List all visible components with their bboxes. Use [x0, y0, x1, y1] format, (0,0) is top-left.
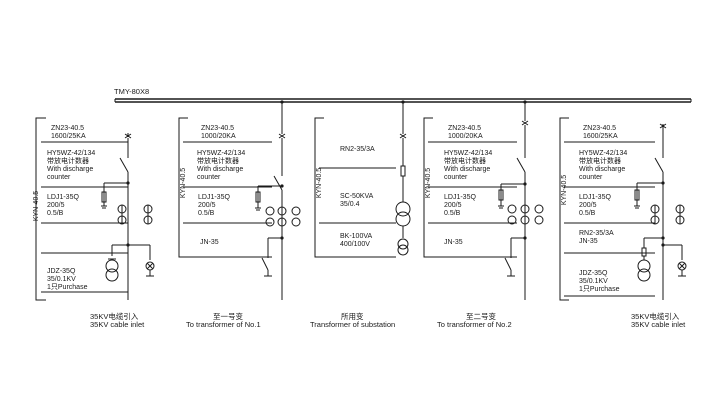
- spec-line: 200/5: [198, 202, 216, 209]
- cabinet-label: KYN-40.5: [33, 191, 40, 221]
- spec-line: 35/0.1KV: [579, 278, 608, 285]
- spec-line: ZN23-40.5: [448, 125, 481, 132]
- spec-line: With discharge: [197, 166, 243, 173]
- spec-line: 400/100V: [340, 241, 370, 248]
- spec-line: counter: [47, 174, 71, 181]
- spec-line: 带放电计数器: [579, 156, 621, 165]
- spec-line: 200/5: [579, 202, 597, 209]
- spec-line: 带放电计数器: [197, 156, 239, 165]
- panel-4: KYN-40.5 ZN23-40.5 1000/20KA HY5WZ-42/13…: [423, 100, 544, 329]
- spec-line: 1000/20KA: [201, 133, 236, 140]
- spec-line: JDZ-35Q: [47, 268, 76, 275]
- busbar-label: TMY-80X8: [114, 87, 149, 96]
- panel-5-schematic: [634, 123, 687, 300]
- spec-line: With discharge: [47, 166, 93, 173]
- caption-en: To transformer of No.2: [437, 320, 512, 329]
- spec-line: 1只Purchase: [579, 285, 620, 293]
- caption-en: Transformer of substation: [310, 320, 395, 329]
- spec-line: 200/5: [444, 202, 462, 209]
- spec-line: BK-100VA: [340, 233, 372, 240]
- spec-line: HY5WZ-42/134: [579, 150, 627, 157]
- spec-line: counter: [444, 174, 468, 181]
- cabinet-label: KYN-40.5: [425, 168, 432, 198]
- spec-line: 1000/20KA: [448, 133, 483, 140]
- panel-5: KYN-40.5 ZN23-40.5 1600/25KA HY5WZ-42/13…: [559, 117, 687, 329]
- spec-line: 0.5/B: [444, 210, 461, 217]
- spec-line: RN2-35/3A: [340, 146, 375, 153]
- spec-line: HY5WZ-42/134: [197, 150, 245, 157]
- spec-line: 0.5/B: [579, 210, 596, 217]
- cabinet-label: KYN-40.5: [561, 175, 568, 205]
- spec-line: 带放电计数器: [444, 156, 486, 165]
- spec-line: ZN23-40.5: [51, 125, 84, 132]
- spec-line: JDZ-35Q: [579, 270, 608, 277]
- spec-line: 1600/25KA: [583, 133, 618, 140]
- spec-line: JN-35: [579, 238, 598, 245]
- panel-2-schematic: [255, 100, 301, 300]
- caption-cn: 35KV电缆引入: [631, 311, 680, 321]
- spec-line: 0.5/B: [198, 210, 215, 217]
- panel-3: KYN-40.5 RN2-35/3A SC-50KVA 35/0.4 BK-10…: [310, 100, 411, 329]
- spec-line: With discharge: [444, 166, 490, 173]
- spec-line: LDJ1-35Q: [579, 194, 611, 201]
- spec-line: counter: [197, 174, 221, 181]
- spec-line: 1600/25KA: [51, 133, 86, 140]
- panel-2: KYN-40.5 ZN23-40.5 1000/20KA HY5WZ-42/13…: [178, 100, 301, 329]
- spec-line: 1只Purchase: [47, 283, 88, 291]
- spec-line: 0.5/B: [47, 210, 64, 217]
- caption-cn: 至二号变: [466, 311, 496, 321]
- cabinet-label: KYN-40.5: [316, 168, 323, 198]
- spec-line: 35/0.1KV: [47, 276, 76, 283]
- spec-line: LDJ1-35Q: [444, 194, 476, 201]
- caption-cn: 至一号变: [213, 311, 243, 321]
- spec-line: JN-35: [444, 239, 463, 246]
- spec-line: ZN23-40.5: [583, 125, 616, 132]
- spec-line: JN-35: [200, 239, 219, 246]
- spec-line: HY5WZ-42/134: [444, 150, 492, 157]
- spec-line: 带放电计数器: [47, 156, 89, 165]
- spec-line: RN2-35/3A: [579, 230, 614, 237]
- panel-4-schematic: [498, 100, 544, 300]
- caption-cn: 35KV电缆引入: [90, 311, 139, 321]
- spec-line: SC-50KVA: [340, 193, 374, 200]
- spec-line: HY5WZ-42/134: [47, 150, 95, 157]
- spec-line: 35/0.4: [340, 201, 360, 208]
- panel-1-schematic: [101, 133, 155, 300]
- spec-line: counter: [579, 174, 603, 181]
- spec-line: ZN23-40.5: [201, 125, 234, 132]
- caption-en: 35KV cable inlet: [631, 320, 686, 329]
- panel-1: KYN-40.5 ZN23-40.5 1600/25KA HY5WZ-42/13…: [33, 117, 155, 329]
- spec-line: 200/5: [47, 202, 65, 209]
- spec-line: LDJ1-35Q: [198, 194, 230, 201]
- panel-3-schematic: [395, 100, 411, 256]
- caption-en: To transformer of No.1: [186, 320, 261, 329]
- caption-cn: 所用变: [341, 311, 364, 321]
- spec-line: With discharge: [579, 166, 625, 173]
- caption-en: 35KV cable inlet: [90, 320, 145, 329]
- cabinet-label: KYN-40.5: [180, 168, 187, 198]
- spec-line: LDJ1-35Q: [47, 194, 79, 201]
